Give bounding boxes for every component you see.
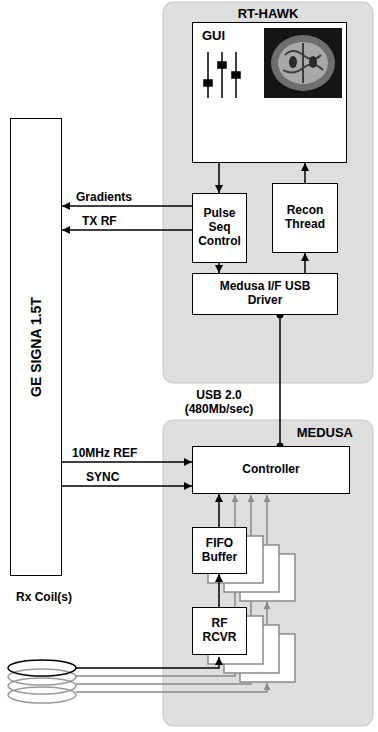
- process-box: Pulse Seq Control: [192, 193, 247, 263]
- connector-arrow: [304, 253, 306, 273]
- slider-icons: [204, 52, 240, 98]
- node-text: GUI: [202, 29, 225, 44]
- buffer-box: FIFO Buffer: [192, 527, 247, 574]
- controller-box: Controller: [192, 446, 350, 494]
- connector-arrow: [218, 494, 220, 527]
- signal-label: TX RF: [80, 214, 119, 228]
- signal-label: Gradients: [74, 190, 134, 204]
- connector-arrow: [62, 229, 192, 231]
- node-text: Controller: [242, 463, 299, 477]
- gui-ground: [192, 22, 347, 163]
- part-label: Rx Coil(s): [14, 590, 74, 604]
- node-text: RT-HAWK: [163, 7, 373, 22]
- signal-label: 10MHz REF: [70, 446, 139, 460]
- node-text: Recon Thread: [276, 204, 334, 232]
- node-text: Pulse Seq Control: [196, 207, 243, 248]
- node-text: GE SIGNA 1.5T: [28, 297, 44, 397]
- receiver-box: RF RCVR: [192, 607, 247, 655]
- connector-arrow: [218, 574, 220, 607]
- hardware-panel: MEDUSA ControllerFIFO Buffer RF RCVR: [163, 420, 373, 726]
- panel-ground: [163, 2, 373, 383]
- gui-box: GUI: [192, 22, 347, 163]
- node-text: Medusa I/F USB Driver: [215, 280, 315, 308]
- signal-label: SYNC: [84, 470, 121, 484]
- scanner-box: GE SIGNA 1.5T: [10, 118, 62, 576]
- brain-image: [264, 28, 342, 98]
- driver-box: Medusa I/F USB Driver: [192, 273, 338, 315]
- connector-arrow: [62, 461, 192, 463]
- connector-arrow: [62, 485, 192, 487]
- node-text: FIFO Buffer: [196, 537, 243, 565]
- signal-label: USB 2.0 (480Mb/sec): [170, 388, 268, 417]
- node-text: RF RCVR: [196, 617, 243, 645]
- node-text: MEDUSA: [297, 426, 353, 441]
- software-panel: RT-HAWK GUI Pulse Seq Control Recon ThreadM…: [163, 2, 373, 383]
- connector-arrow: [304, 163, 306, 183]
- connector-arrow: [62, 205, 192, 207]
- channel-stack: [76, 495, 295, 692]
- connector-arrow: [218, 163, 220, 193]
- panel-ground: [163, 420, 373, 726]
- rx-coil: [8, 657, 219, 703]
- process-box: Recon Thread: [272, 183, 338, 253]
- connector-arrow: [218, 263, 220, 273]
- connector-arrow: [279, 315, 281, 446]
